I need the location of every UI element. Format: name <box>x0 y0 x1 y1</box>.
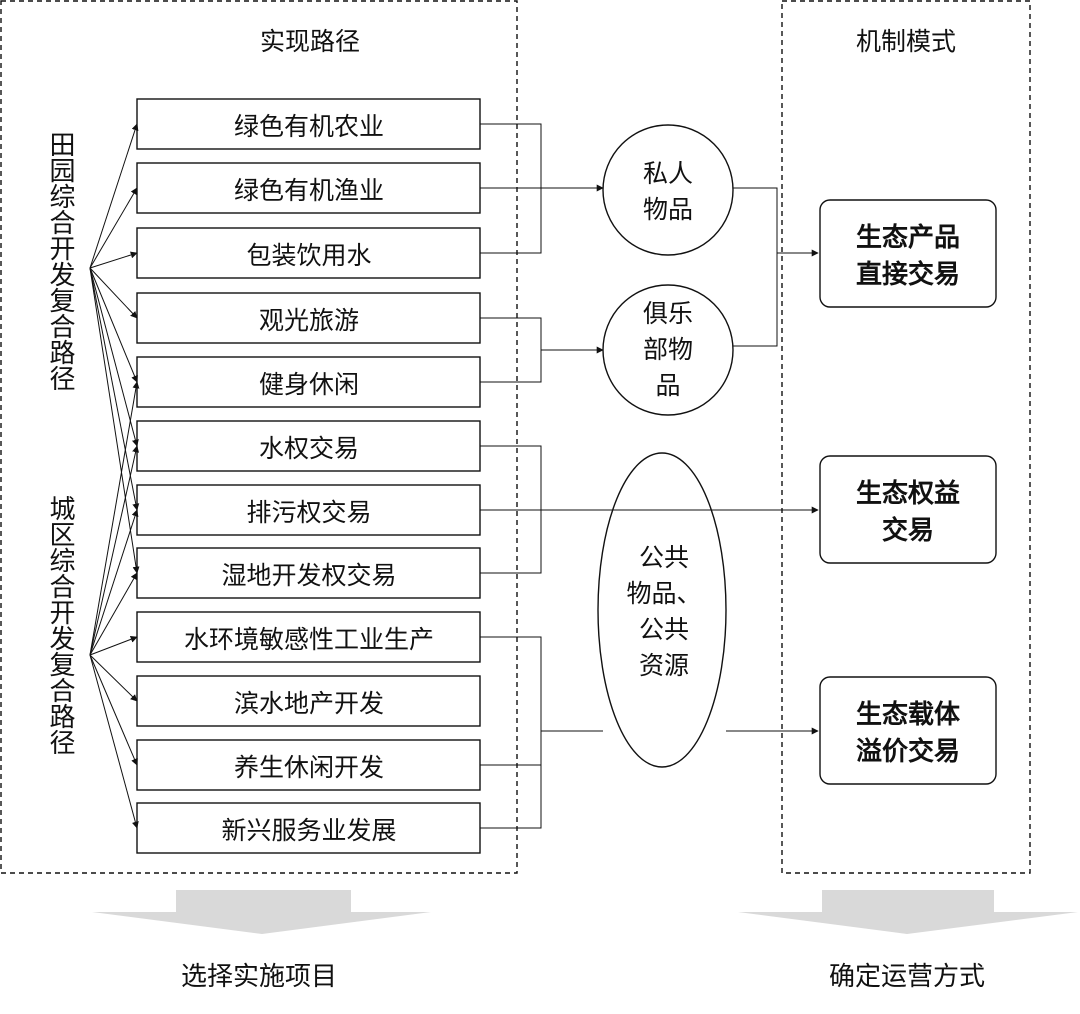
mechanism-label: 生态产品 <box>856 222 960 253</box>
group-arrow <box>89 654 139 829</box>
left-column-heading: 实现路径 <box>260 27 360 56</box>
project-box <box>136 611 481 663</box>
group-arrow <box>89 251 138 269</box>
project-label: 绿色有机渔业 <box>234 176 384 205</box>
group-arrow <box>89 123 139 269</box>
mechanism-box-rights <box>819 455 997 564</box>
project-label: 养生休闲开发 <box>234 753 384 782</box>
group-arrow <box>89 267 140 511</box>
goods-node-label: 公共 <box>639 615 689 644</box>
project-connectors <box>480 123 603 829</box>
group-arrow <box>89 654 138 766</box>
goods-node-label: 俱乐 <box>643 299 693 328</box>
goods-nodes: 私人 物品 俱乐 部物 品 公共 物品、 公共 资源 <box>597 124 734 768</box>
group-arrow <box>89 381 140 656</box>
project-label: 新兴服务业发展 <box>221 816 396 845</box>
path-group-label-rural: 田园综合开发复合路径 <box>45 131 75 391</box>
group-arrow <box>89 187 138 269</box>
footer-caption-right: 确定运营方式 <box>829 962 985 992</box>
goods-node-label: 资源 <box>639 651 689 680</box>
goods-node-label: 私人 <box>643 159 693 188</box>
mechanism-connectors <box>480 187 818 735</box>
right-section-frame <box>781 0 1031 874</box>
goods-node-private <box>602 124 734 256</box>
path-group-label-urban: 城区综合开发复合路径 <box>45 495 75 755</box>
goods-node-label: 物品、 <box>626 579 701 608</box>
project-box <box>136 802 481 854</box>
project-label: 滨水地产开发 <box>234 689 384 718</box>
goods-node-label: 物品 <box>643 195 693 224</box>
project-label: 健身休闲 <box>259 370 359 399</box>
group-arrow <box>89 509 139 656</box>
project-box <box>136 162 481 214</box>
project-label: 湿地开发权交易 <box>221 561 396 590</box>
project-box <box>136 739 481 791</box>
footer-caption-left: 选择实施项目 <box>181 962 337 992</box>
premium-bracket <box>480 636 603 829</box>
group-arrow <box>89 635 138 656</box>
group-arrows <box>89 123 140 829</box>
group-arrow <box>89 654 138 702</box>
project-label: 绿色有机农业 <box>234 112 384 141</box>
mechanism-box-direct <box>819 199 997 308</box>
goods-node-label: 公共 <box>639 543 689 572</box>
mechanism-label: 溢价交易 <box>856 736 960 767</box>
footer-arrow-left <box>92 890 431 934</box>
goods-node-public <box>597 452 727 768</box>
mechanism-box-premium <box>819 676 997 785</box>
group-arrow <box>89 267 139 447</box>
project-label: 水权交易 <box>259 434 359 463</box>
goods-node-club <box>602 284 734 416</box>
project-box <box>136 675 481 727</box>
project-label: 水环境敏感性工业生产 <box>184 625 434 654</box>
private-goods-bracket <box>480 123 603 254</box>
project-list: 绿色有机农业 绿色有机渔业 包装饮用水 观光旅游 健身休闲 水权交易 排污权交易… <box>136 98 481 854</box>
goods-node-label: 品 <box>655 371 680 400</box>
project-box <box>136 98 481 150</box>
group-arrow <box>89 267 140 574</box>
mechanism-list: 生态产品 直接交易 生态权益 交易 生态载体 溢价交易 <box>819 199 997 785</box>
group-arrow <box>89 572 138 656</box>
mechanism-label: 生态权益 <box>856 478 960 509</box>
mechanism-label: 直接交易 <box>856 259 960 290</box>
mechanism-label: 交易 <box>882 515 934 546</box>
group-arrow <box>89 445 140 656</box>
goods-to-direct-connector <box>733 187 818 347</box>
group-arrow <box>89 267 138 319</box>
goods-node-label: 部物 <box>643 335 693 364</box>
footer-arrow-right <box>738 890 1078 934</box>
left-section-frame <box>0 0 518 874</box>
project-label: 包装饮用水 <box>246 241 371 270</box>
mechanism-label: 生态载体 <box>856 699 961 730</box>
group-arrow <box>89 267 138 383</box>
project-label: 排污权交易 <box>246 498 371 527</box>
club-goods-bracket <box>480 317 603 383</box>
right-column-heading: 机制模式 <box>856 27 956 56</box>
project-label: 观光旅游 <box>259 306 359 335</box>
